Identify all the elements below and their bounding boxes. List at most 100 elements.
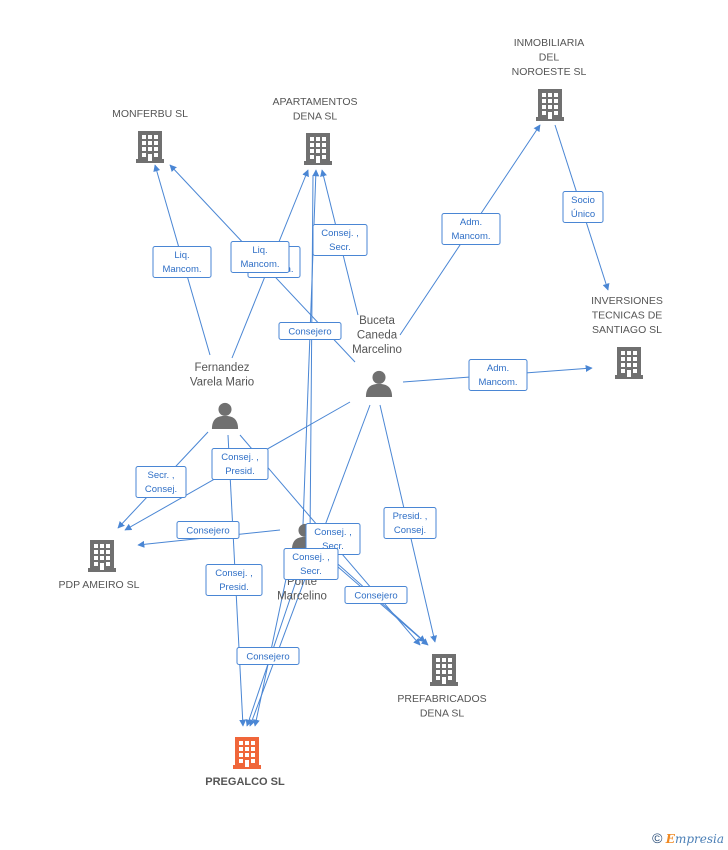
copyright-icon: © xyxy=(652,830,663,846)
edge-label: Consejero xyxy=(278,322,342,340)
edge-label: Adm. Mancom. xyxy=(468,359,528,391)
edge-label: Adm. Mancom. xyxy=(441,213,501,245)
footer-brand: © Empresia xyxy=(652,830,724,846)
edge-label-text: Consej. , xyxy=(215,568,253,579)
edge-label-box xyxy=(468,359,528,391)
company-label-line: APARTAMENTOS xyxy=(273,96,358,108)
brand-logo: Empresia xyxy=(665,832,724,846)
company-label-line: TECNICAS DE xyxy=(592,310,663,322)
edge-label: Consejero xyxy=(344,586,408,604)
edge-label-text: Socio xyxy=(571,195,595,206)
building-icon xyxy=(233,737,261,769)
person-label-line: Caneda xyxy=(357,330,398,342)
company-label-line: INMOBILIARIA xyxy=(514,37,585,49)
company-label-line: DENA SL xyxy=(293,111,338,123)
edge-label-text: Consej. , xyxy=(321,228,359,239)
edge-label-text: Único xyxy=(571,209,595,220)
person-label-line: Fernandez xyxy=(195,362,250,374)
edge-label-text: Consej. , xyxy=(292,552,330,563)
edge-label-text: Secr. , xyxy=(148,470,175,481)
company-node-apartamentos[interactable]: APARTAMENTOS DENA SL xyxy=(273,96,358,165)
edge-label-text: Adm. xyxy=(460,217,482,228)
company-label-line: MONFERBU SL xyxy=(112,108,188,120)
edge-label: Consejero xyxy=(236,647,300,665)
edge-label: Secr. , Consej. xyxy=(135,466,187,498)
edge-label: Consejero xyxy=(176,521,240,539)
edge-label-text: Presid. xyxy=(219,582,249,593)
building-icon xyxy=(615,347,643,379)
edge-label: Consej. , Secr. xyxy=(312,224,368,256)
person-label-line: Marcelino xyxy=(352,344,402,356)
edge-label-text: Consejero xyxy=(288,327,331,338)
edge-label: Consej. , Secr. xyxy=(283,548,339,580)
company-label-line: PREGALCO SL xyxy=(205,776,285,788)
edge-label: Presid. ,Consej. xyxy=(383,507,437,539)
company-label-line: PDP AMEIRO SL xyxy=(59,579,140,591)
edge-label-text: Secr. xyxy=(300,566,322,577)
edge-ponte-apartamentos xyxy=(302,169,320,526)
edge-label-text: Consej. , xyxy=(314,527,352,538)
edge-label-text: Adm. xyxy=(487,363,509,374)
edge-label: Consej. , Presid. xyxy=(205,564,263,596)
edge-label-text: Mancom. xyxy=(451,231,490,242)
edge-label-text: Consejero xyxy=(354,591,397,602)
edge-label-text: Mancom. xyxy=(162,264,201,275)
edge-label: Liq. Mancom. xyxy=(152,246,212,278)
company-node-monferbu[interactable]: MONFERBU SL xyxy=(112,108,188,163)
edge-label-text: Consej. xyxy=(145,484,177,495)
company-label-line: PREFABRICADOS xyxy=(397,693,486,705)
company-label-line: DENA SL xyxy=(420,708,465,720)
edge-label-text: Mancom. xyxy=(240,259,279,270)
edge-label-text: Consejero xyxy=(246,652,289,663)
edge-label: Consej. , Presid. xyxy=(211,448,269,480)
company-node-inmobiliaria[interactable]: INMOBILIARIA DEL NOROESTE SL xyxy=(512,37,587,121)
edge-label-text: Liq. xyxy=(252,245,267,256)
building-icon xyxy=(430,654,458,686)
edge-label-box xyxy=(283,548,339,580)
edge-label-text: Consej. , xyxy=(221,452,259,463)
edge-label-box xyxy=(236,647,300,665)
company-label-line: SANTIAGO SL xyxy=(592,324,662,336)
edge-label-text: Consejero xyxy=(186,526,229,537)
building-icon xyxy=(536,89,564,121)
person-label-line: Varela Mario xyxy=(190,377,254,389)
edge-ponte-pregalco xyxy=(252,559,291,727)
building-icon xyxy=(304,133,332,165)
company-label-line: INVERSIONES xyxy=(591,295,663,307)
building-icon xyxy=(88,540,116,572)
person-icon xyxy=(365,370,393,397)
edge-label-box xyxy=(152,246,212,278)
edge-label-text: Secr. xyxy=(322,541,344,552)
company-node-prefabricados[interactable]: PREFABRICADOS DENA SL xyxy=(397,654,487,720)
edge-label-box xyxy=(344,586,408,604)
edge-label-text: Mancom. xyxy=(478,377,517,388)
building-icon xyxy=(136,131,164,163)
company-node-pdp[interactable]: PDP AMEIRO SL xyxy=(59,540,140,591)
edge-label-box xyxy=(211,448,269,480)
edge-label-box xyxy=(278,322,342,340)
edge-label-box xyxy=(230,241,290,273)
edge-label-text: Presid. , xyxy=(393,511,428,522)
person-icon xyxy=(211,402,239,429)
edge-label-text: Secr. xyxy=(329,242,351,253)
edge-label: Consej. , Secr. xyxy=(305,523,361,555)
edge-label-box xyxy=(312,224,368,256)
company-label-line: DEL xyxy=(539,52,560,64)
edge-label: Liq. Mancom. xyxy=(230,241,290,273)
edge-label-text: Presid. xyxy=(225,466,255,477)
edge-label-box xyxy=(176,521,240,539)
company-label-line: NOROESTE SL xyxy=(512,66,587,78)
company-node-inversiones[interactable]: INVERSIONES TECNICAS DE SANTIAGO SL xyxy=(591,295,663,379)
edge-label-box xyxy=(135,466,187,498)
edge-label-box xyxy=(383,507,437,539)
edge-label-box xyxy=(562,191,604,223)
person-label-line: Marcelino xyxy=(277,591,327,603)
company-node-pregalco[interactable]: PREGALCO SL xyxy=(205,737,285,788)
edge-label-text: Liq. xyxy=(174,250,189,261)
person-label-line: Buceta xyxy=(359,315,395,327)
edge-label-box xyxy=(205,564,263,596)
